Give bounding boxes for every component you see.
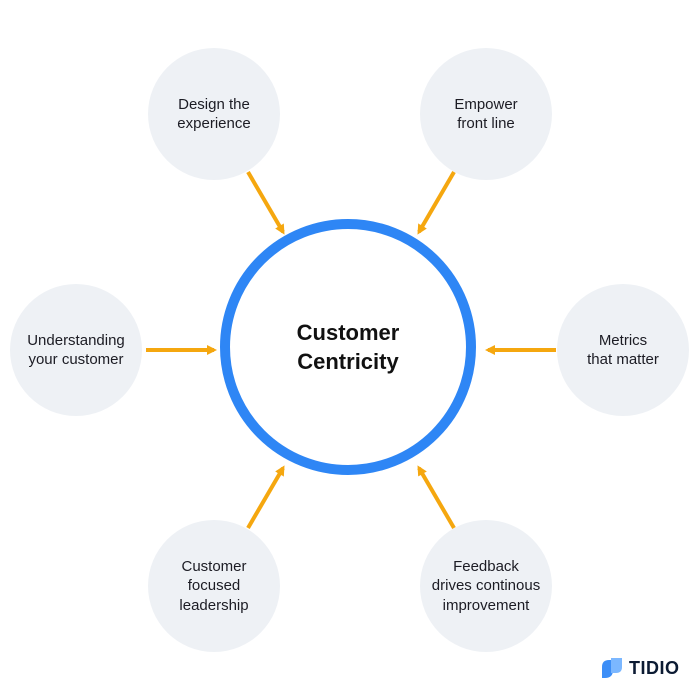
node-label: Understanding your customer bbox=[27, 331, 125, 369]
node-label: Metrics that matter bbox=[587, 331, 659, 369]
tidio-logo: TIDIO bbox=[600, 656, 680, 680]
node-customer-focused-leadership: Customer focused leadership bbox=[148, 520, 280, 652]
center-label: Customer Centricity bbox=[296, 320, 400, 374]
node-label: Design the experience bbox=[177, 95, 251, 133]
arrow-feedback bbox=[417, 465, 456, 530]
node-label: Customer focused leadership bbox=[179, 557, 249, 614]
arrow-design bbox=[246, 170, 285, 235]
center-circle: Customer Centricity bbox=[220, 219, 476, 475]
node-feedback-drives-improvement: Feedback drives continous improvement bbox=[420, 520, 552, 652]
arrow-leadership bbox=[246, 465, 285, 530]
logo-text: TIDIO bbox=[629, 657, 680, 678]
node-design-the-experience: Design the experience bbox=[148, 48, 280, 180]
node-label: Empower front line bbox=[454, 95, 518, 133]
node-empower-front-line: Empower front line bbox=[420, 48, 552, 180]
node-understanding-your-customer: Understanding your customer bbox=[10, 284, 142, 416]
arrow-empower bbox=[417, 170, 456, 235]
tidio-logo-icon bbox=[602, 658, 622, 678]
node-label: Feedback drives continous improvement bbox=[431, 557, 541, 614]
node-metrics-that-matter: Metrics that matter bbox=[557, 284, 689, 416]
